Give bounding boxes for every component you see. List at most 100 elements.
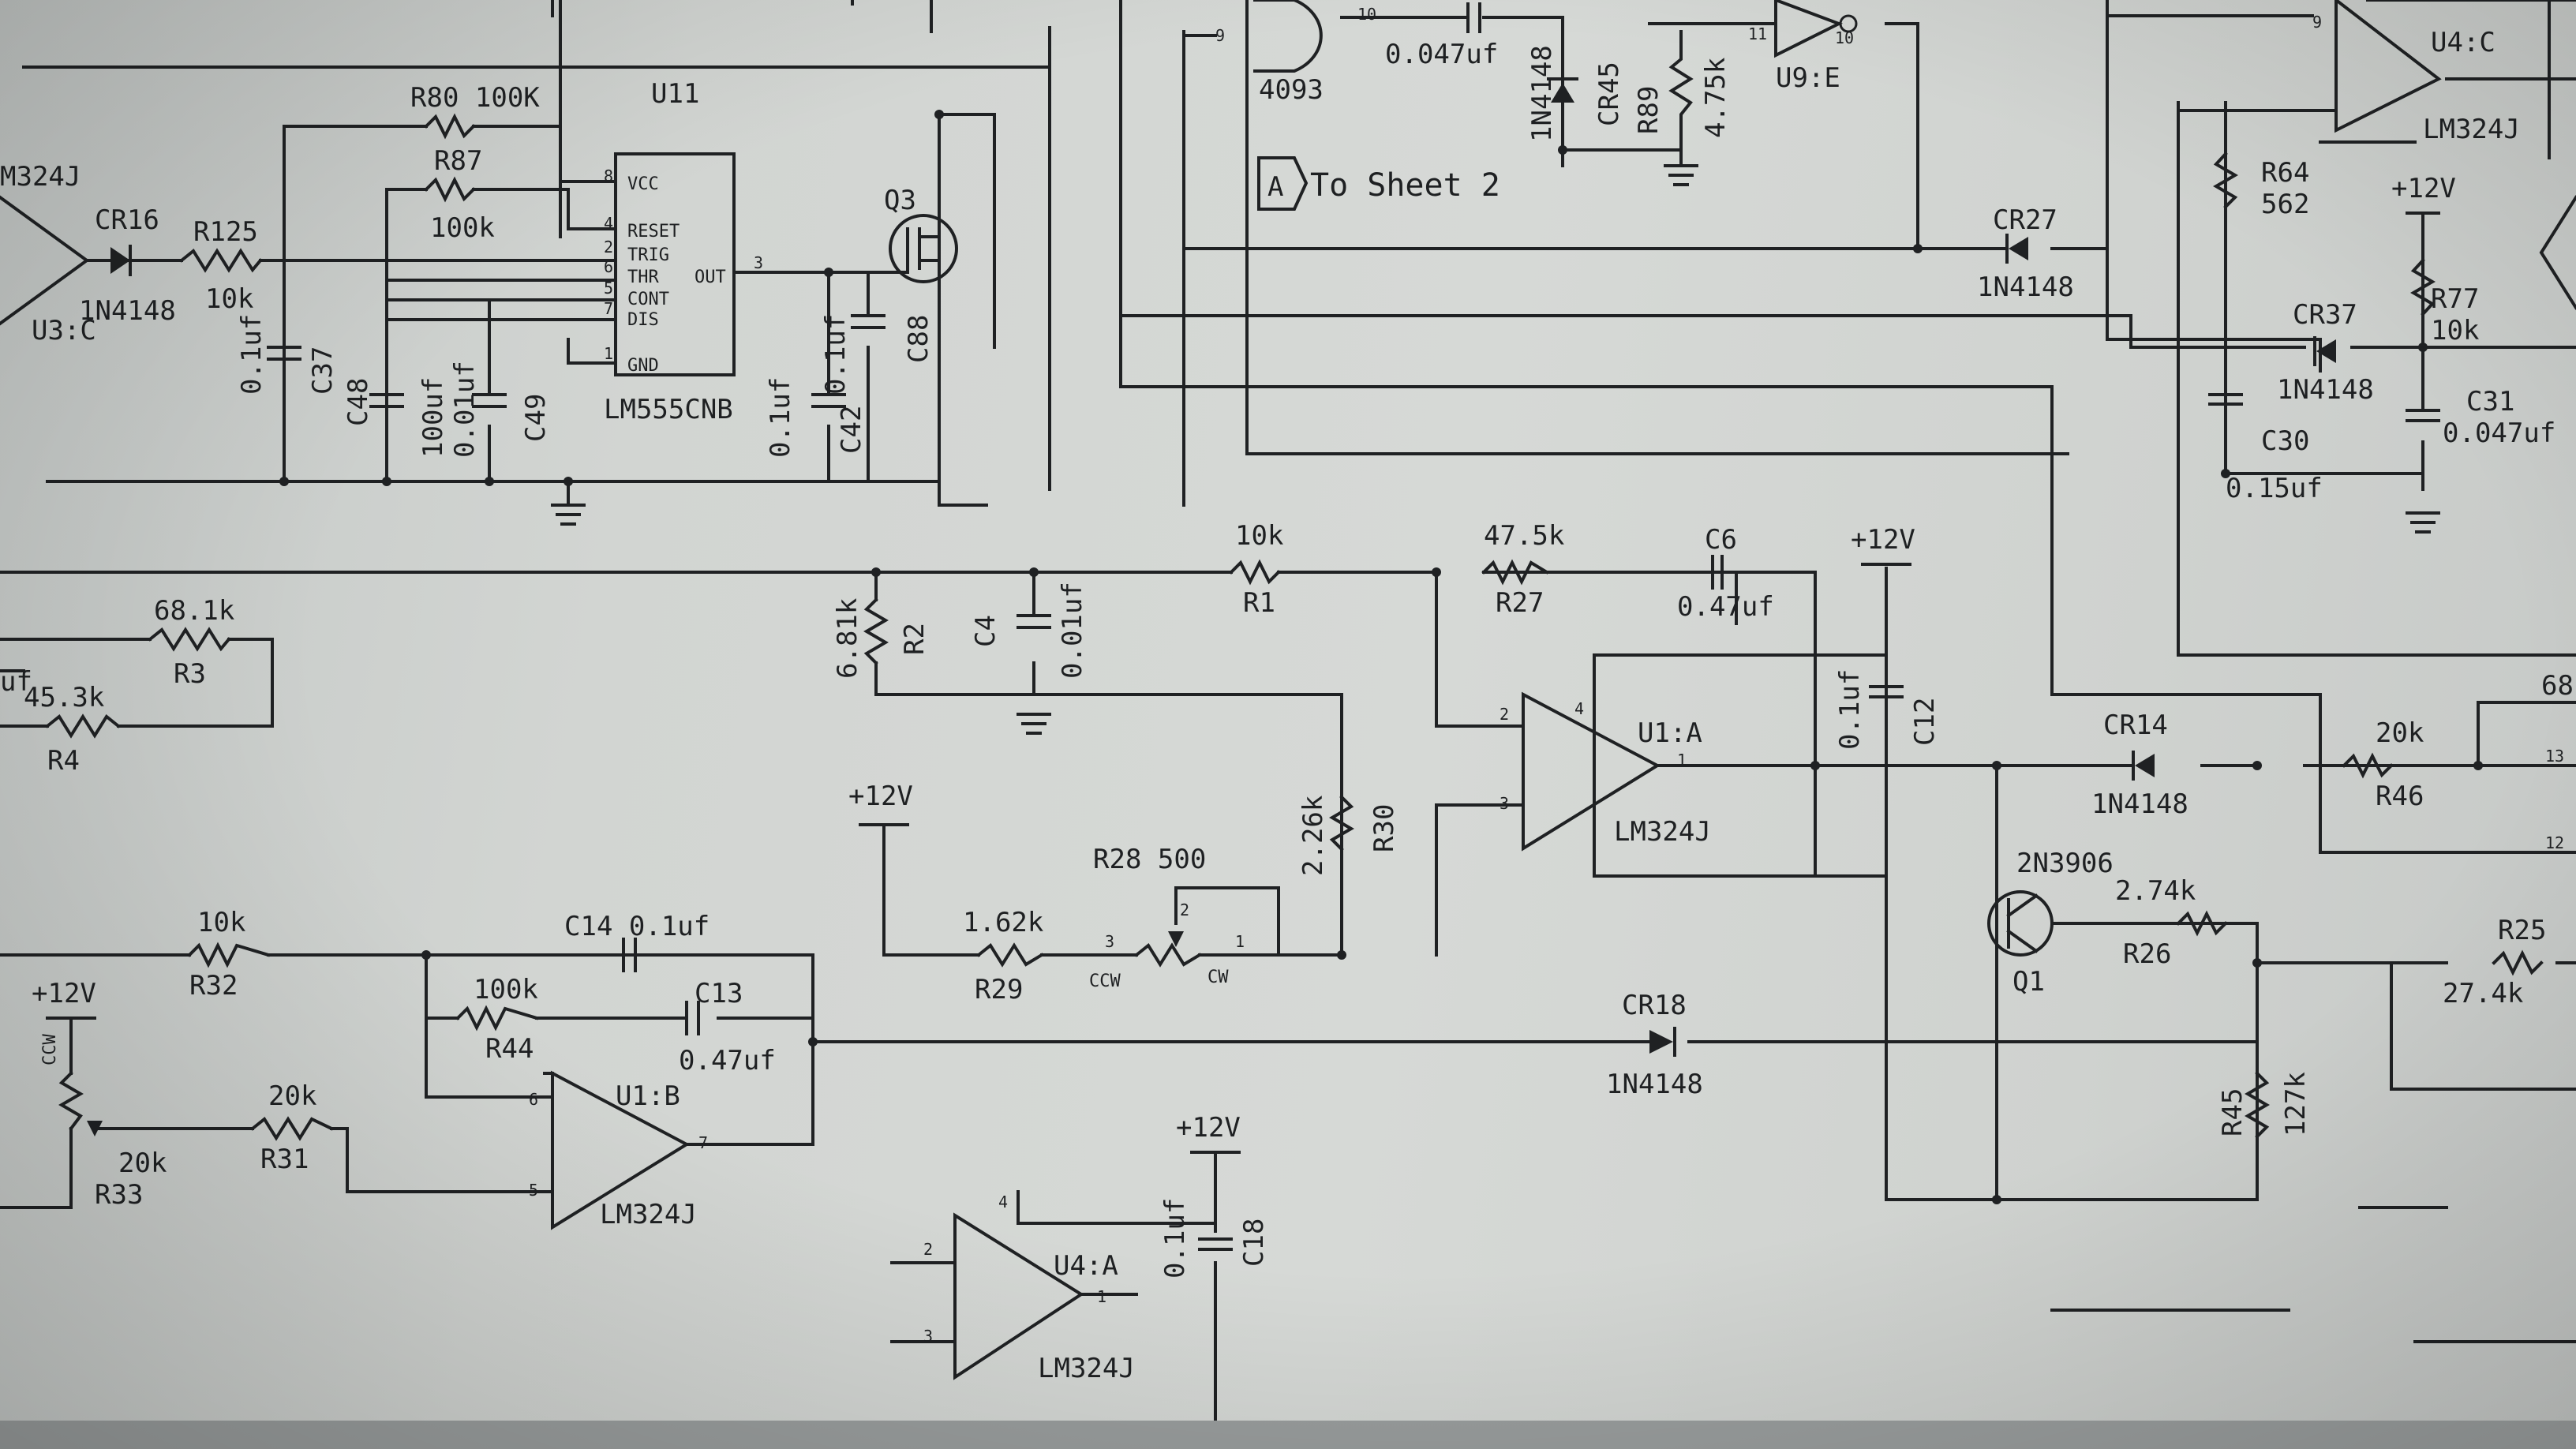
resistor-r89 [1664,30,1698,186]
r87-value: 100k [430,212,495,244]
pin-9: 9 [1215,26,1225,45]
r89-value: 4.75k [1700,58,1732,138]
pin-12: 12 [2545,833,2564,852]
pin-6: 6 [604,257,613,276]
frag-68: 68 [2541,670,2574,702]
opamp-u4c [2334,0,2442,133]
resistor-r26 [2050,910,2228,937]
capacitor-c4 [1017,614,1051,735]
pin-6-u1b: 6 [529,1090,538,1109]
pin-3: 3 [754,253,763,272]
resistor-r46 [2342,752,2394,779]
pin-3-r28: 3 [1105,932,1114,951]
capacitor-c14 [622,938,637,972]
resistor-r29 [930,942,1044,968]
paper-bottom-edge [0,1421,2576,1449]
r31-value: 20k [268,1080,316,1112]
cr37-part-label: 1N4148 [2277,374,2374,406]
pin-1: 1 [604,344,613,363]
q1-label: Q1 [2012,966,2045,998]
resistor-r80 [424,113,476,140]
resistor-r87 [424,176,476,203]
u11-trig: TRIG [627,245,669,265]
r26-value: 2.74k [2115,875,2196,907]
pin-4-u4a: 4 [998,1193,1008,1211]
capacitor-c48 [369,393,404,408]
r45-value: 127k [2280,1072,2312,1136]
r125-label: R125 [193,216,258,248]
c49-value: 0.01uf [449,361,481,458]
pin-1-u1a: 1 [1677,751,1687,769]
r77-value: 10k [2431,315,2479,346]
sheet-link-badge [1257,156,1309,211]
buffer-u9e [1774,0,1858,58]
u11-dis: DIS [627,310,659,330]
cr18-label: CR18 [1622,990,1687,1021]
u3c-part-label: M324J [0,161,80,193]
capacitor-c12 [1869,685,1904,698]
capacitor-c49 [472,393,507,408]
r44-label: R44 [485,1033,534,1065]
r3-label: R3 [174,658,206,690]
c48-label: C48 [343,378,374,426]
u1b-label: U1:B [616,1080,680,1112]
diode-cr27 [2005,234,2028,264]
r4-value: 45.3k [24,682,104,713]
r1-value: 10k [1235,520,1283,552]
sheet-link-letter: A [1267,171,1283,203]
r29-label: R29 [975,974,1023,1005]
opamp-u4a [953,1212,1084,1380]
pin-5-u1b: 5 [529,1181,538,1200]
potentiometer-r28 [1088,931,1202,968]
c88-value: 0.1uf [820,314,852,395]
r2-value: 6.81k [832,598,863,679]
component-labels: M324J U3:C CR16 1N4148 R125 10k R80 100K… [0,5,2574,1384]
r30-label: R30 [1368,804,1400,852]
p12v-label-b: +12V [1851,524,1915,556]
pin-1-r28: 1 [1235,932,1245,951]
c-0047-label: 0.047uf [1385,39,1498,70]
ccw-label: CCW [1089,972,1121,991]
transistor-q3 [889,214,958,283]
pin-9c: 9 [2312,13,2322,32]
r87-label: R87 [434,145,482,177]
resistor-r64 [2213,152,2238,209]
u11-part-label: LM555CNB [604,394,733,425]
resistor-r30 [1329,795,1354,852]
c14-label: C14 0.1uf [564,911,710,942]
ic-u11-555 [614,152,736,376]
r25-value: 27.4k [2443,978,2523,1009]
r27-label: R27 [1496,587,1544,619]
r32-value: 10k [197,907,245,938]
ground-symbol [551,504,586,526]
resistor-r3 [148,627,231,652]
pin-7-u1b: 7 [698,1133,708,1152]
u1a-label: U1:A [1638,717,1702,749]
pin-13: 13 [2545,747,2564,766]
cr45-label: CR45 [1593,62,1625,126]
r33-value: 20k [118,1148,167,1179]
u1b-part-label: LM324J [600,1199,697,1230]
r125-value: 10k [205,283,253,315]
u9e-label: U9:E [1776,62,1840,94]
cr18-part-label: 1N4148 [1606,1069,1703,1100]
r27-value: 47.5k [1484,520,1564,552]
resistor-r77 [2406,212,2440,316]
r77-label: R77 [2431,283,2479,315]
cw-label: CW [1208,968,1229,987]
r25-label: R25 [2498,915,2546,946]
c48-value: 100uf [417,377,449,458]
resistor-r4 [45,713,121,739]
opamp-partial-right [2539,195,2576,310]
c49-label: C49 [520,394,552,442]
c31-value: 0.047uf [2443,417,2555,449]
resistor-r25 [2492,949,2544,976]
resistor-r2 [863,597,889,665]
c13-value: 0.47uf [679,1045,776,1076]
pin-7: 7 [604,299,613,318]
pin-2-u4a: 2 [923,1240,933,1259]
u1a-part-label: LM324J [1614,816,1711,848]
capacitor-c6 [1711,555,1724,590]
